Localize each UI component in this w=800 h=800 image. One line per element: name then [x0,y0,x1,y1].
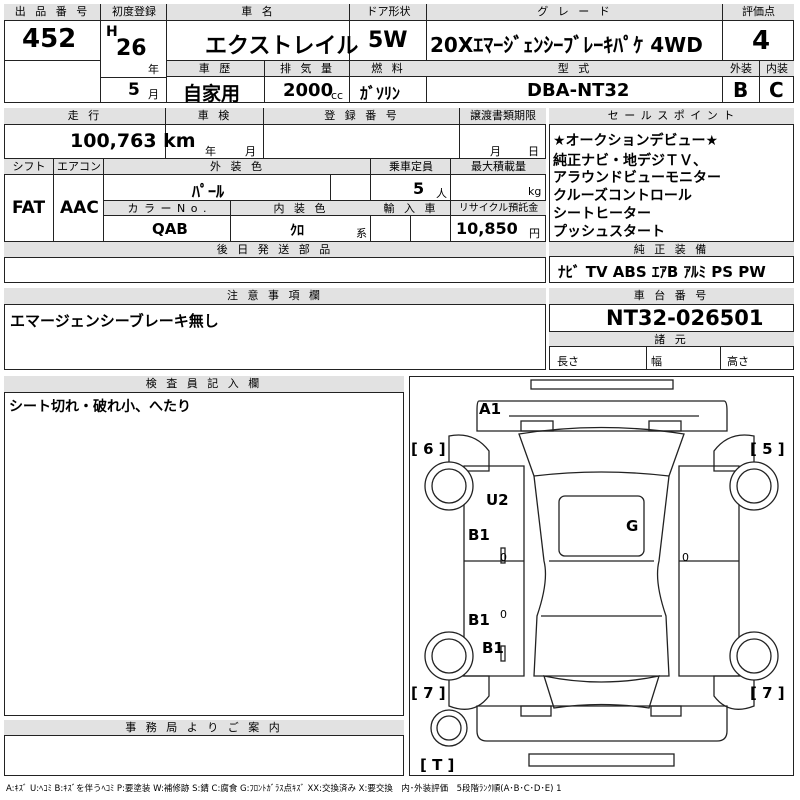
equipment-value: ﾅﾋﾞ TV ABS ｴｱB ｱﾙﾐ PS PW [558,263,766,281]
ext-score-header: 外装 [723,61,759,77]
damage-mark-b1: B1 [468,611,490,629]
office-header: 事 務 局 よ り ご 案 内 [4,720,404,736]
door-header: ドア形状 [350,4,427,21]
damage-mark-b1: B1 [482,639,504,657]
sales-point-line: アラウンドビューモニター [553,170,721,186]
fuel-header: 燃 料 [350,61,427,77]
dims-width: 幅 [651,355,662,368]
sales-point-line: シートヒーター [553,206,651,222]
inspector-block [4,376,404,716]
bracket-top-right: [ 5 ] [750,440,785,458]
import-header: 輸 入 車 [371,201,451,216]
score-header: 評価点 [723,4,794,21]
reg-year: 26 [116,36,147,61]
sales-point-line: プッシュスタート [553,224,665,240]
history-value: 自家用 [183,83,241,105]
mileage-header: 走 行 [4,108,166,125]
grade-value: 20Xｴﾏｰｼﾞｪﾝｼｰﾌﾞﾚｰｷﾊﾟｹ 4WD [430,33,703,57]
car-name: エクストレイル [205,34,359,59]
door-type: 5W [368,28,408,53]
int-score-header: 内装 [759,61,794,77]
capacity-header: 乗車定員 [371,159,451,175]
inspection-header: 車 検 [166,108,264,125]
capacity-unit: 人 [436,187,447,200]
ext-score: B [733,78,749,102]
door-mark-zero: 0 [500,551,507,564]
car-name-header: 車 名 [167,4,350,21]
first-reg-header: 初度登録 [101,4,167,21]
car-outline-diagram [424,379,779,767]
month-unit: 月 [148,88,159,101]
bracket-bottom-right: [ 7 ] [750,684,785,702]
fuel-value: ｶﾞｿﾘﾝ [360,84,401,103]
sales-point-line: 純正ナビ・地デジＴＶ、 [553,153,707,169]
inspector-value: シート切れ・破れ小、へたり [9,399,191,415]
legend-text: A:ｷｽﾞ U:ﾍｺﾐ B:ｷｽﾞを伴うﾍｺﾐ P:要塗装 W:補修跡 S:錆 … [6,784,562,794]
inspection-month-unit: 月 [245,145,256,158]
grade-header: グ レ ー ド [427,4,723,21]
damage-mark-a1: A1 [479,400,502,418]
recycle-unit: 円 [529,227,540,240]
ext-color-header: 外 装 色 [104,159,371,175]
notes-header: 注 意 事 項 欄 [4,288,546,305]
int-score: C [769,78,784,102]
chassis-value: NT32-026501 [606,306,764,330]
inspector-header: 検 査 員 記 入 欄 [4,376,404,393]
score-value: 4 [752,26,771,56]
reg-no-header: 登 録 番 号 [264,108,460,125]
later-parts-header: 後 日 発 送 部 品 [4,242,546,258]
damage-diagram-frame [409,376,794,776]
int-color-value: ｸﾛ [290,223,304,239]
transfer-month-unit: 月 [490,145,501,158]
sales-point-line: ★オークションデビュー★ [553,133,719,149]
lot-header: 出 品 番 号 [4,4,101,21]
reg-month: 5 [128,80,140,100]
notes-value: エマージェンシーブレーキ無し [10,312,219,330]
bracket-bottom-left: [ 7 ] [411,684,446,702]
dims-length: 長さ [557,355,579,368]
door-mark-zero: 0 [500,608,507,621]
color-no-header: カ ラ ー N o . [104,201,231,216]
int-color-header: 内 装 色 [231,201,371,216]
era-mark: H [106,24,118,40]
displacement-unit: cc [331,89,344,102]
damage-mark-g: G [626,517,639,535]
model-value: DBA-NT32 [527,80,630,101]
dims-header: 諸 元 [549,331,794,347]
door-mark-zero: 0 [682,551,689,564]
shift-header: シフト [4,159,54,175]
transfer-header: 譲渡書類期限 [460,108,546,125]
displacement-value: 2000 [283,80,334,101]
int-color-suffix: 系 [356,227,367,240]
color-no-value: QAB [152,220,188,238]
model-header: 型 式 [427,61,723,77]
dims-height: 高さ [727,355,749,368]
sales-point-line: クルーズコントロール [553,188,692,204]
year-unit: 年 [148,63,159,76]
history-header: 車 歴 [167,61,265,77]
aircon-value: AAC [60,198,99,218]
damage-mark-b1: B1 [468,526,490,544]
inspection-year-unit: 年 [205,145,216,158]
recycle-value: 10,850 [456,219,518,238]
max-load-unit: kg [528,185,542,198]
recycle-header: リサイクル預託金 [451,201,546,216]
capacity-value: 5 [413,179,425,198]
damage-mark-u2: U2 [486,491,509,509]
transfer-day-unit: 日 [528,145,539,158]
bracket-trunk: [ T ] [420,756,455,774]
displacement-header: 排 気 量 [265,61,350,77]
ext-color-value: ﾊﾟｰﾙ [192,182,225,201]
max-load-header: 最大積載量 [451,159,546,175]
shift-value: FAT [12,198,46,218]
lot-number: 452 [22,24,77,54]
sales-points-header: セ ー ル ス ポ イ ン ト [549,108,794,125]
mileage-value: 100,763 km [70,130,196,152]
bracket-top-left: [ 6 ] [411,440,446,458]
aircon-header: エアコン [54,159,104,175]
equipment-header: 純 正 装 備 [549,241,794,257]
chassis-header: 車 台 番 号 [549,288,794,305]
